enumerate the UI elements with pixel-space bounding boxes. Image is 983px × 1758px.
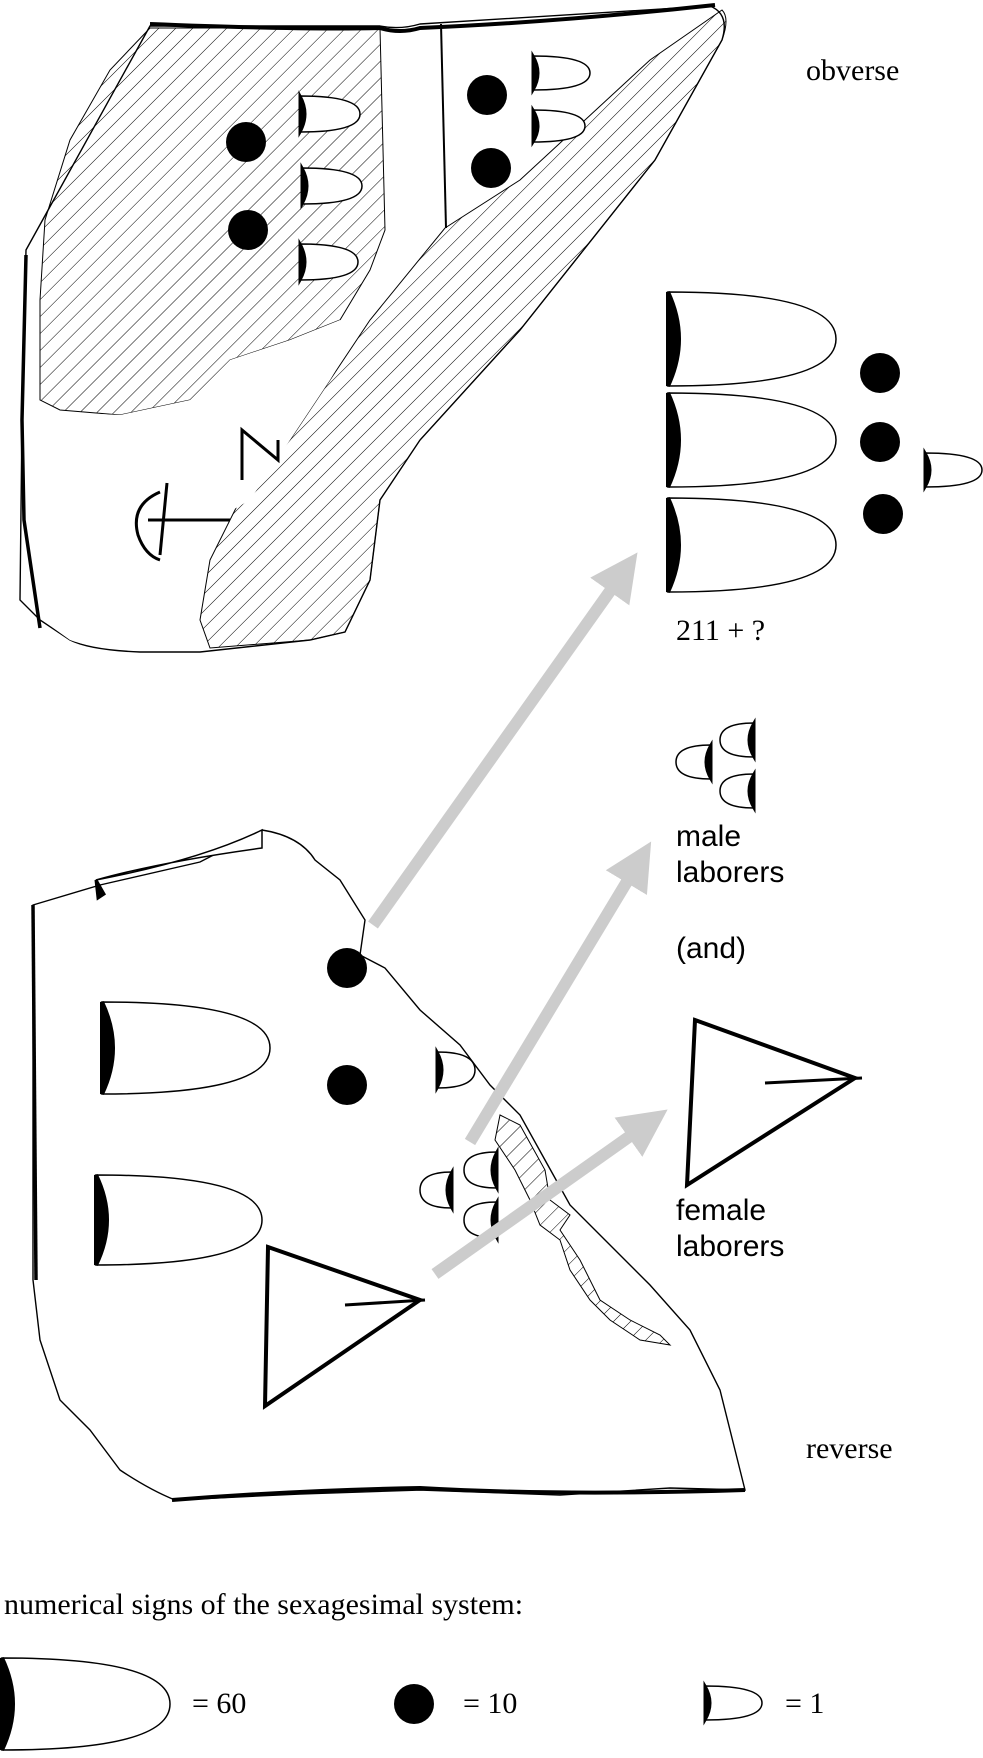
- female-sign: [684, 1017, 863, 1189]
- arrow-to-female: [431, 1109, 668, 1279]
- reading-signs: [666, 291, 983, 593]
- arrows: [368, 552, 668, 1279]
- reading-label: 211 + ?: [676, 614, 766, 647]
- reverse-female-sign: [262, 1244, 426, 1410]
- legend-value-10: = 10: [463, 1687, 518, 1720]
- obverse-fragment: [19, 3, 727, 653]
- legend-signs: [0, 1657, 763, 1751]
- obverse-sign: [134, 426, 280, 562]
- and-label: (and): [676, 932, 747, 965]
- reverse-outline: [32, 829, 746, 1501]
- reverse-fragment: [31, 828, 746, 1502]
- arrow-to-reading: [368, 552, 638, 929]
- legend-value-1: = 1: [785, 1687, 825, 1720]
- arrow-to-male: [464, 841, 652, 1146]
- obverse-label: obverse: [806, 54, 900, 87]
- legend-value-60: = 60: [192, 1687, 247, 1720]
- obverse-small-cones-col2: [531, 50, 591, 148]
- reverse-small-cones: [419, 1046, 499, 1244]
- reverse-label: reverse: [806, 1432, 893, 1465]
- obverse-clear-area: [40, 320, 360, 650]
- legend-title: numerical signs of the sexagesimal syste…: [4, 1588, 524, 1621]
- obverse-hatch-band: [199, 9, 727, 649]
- male-sign: [675, 717, 756, 814]
- male-label-line2: laborers: [676, 856, 785, 889]
- male-label-line1: male: [676, 820, 742, 853]
- female-label-line1: female: [676, 1194, 767, 1227]
- female-label-line2: laborers: [676, 1230, 785, 1263]
- reverse-large-cones: [94, 1001, 271, 1266]
- obverse-small-cones-col1: [298, 90, 363, 286]
